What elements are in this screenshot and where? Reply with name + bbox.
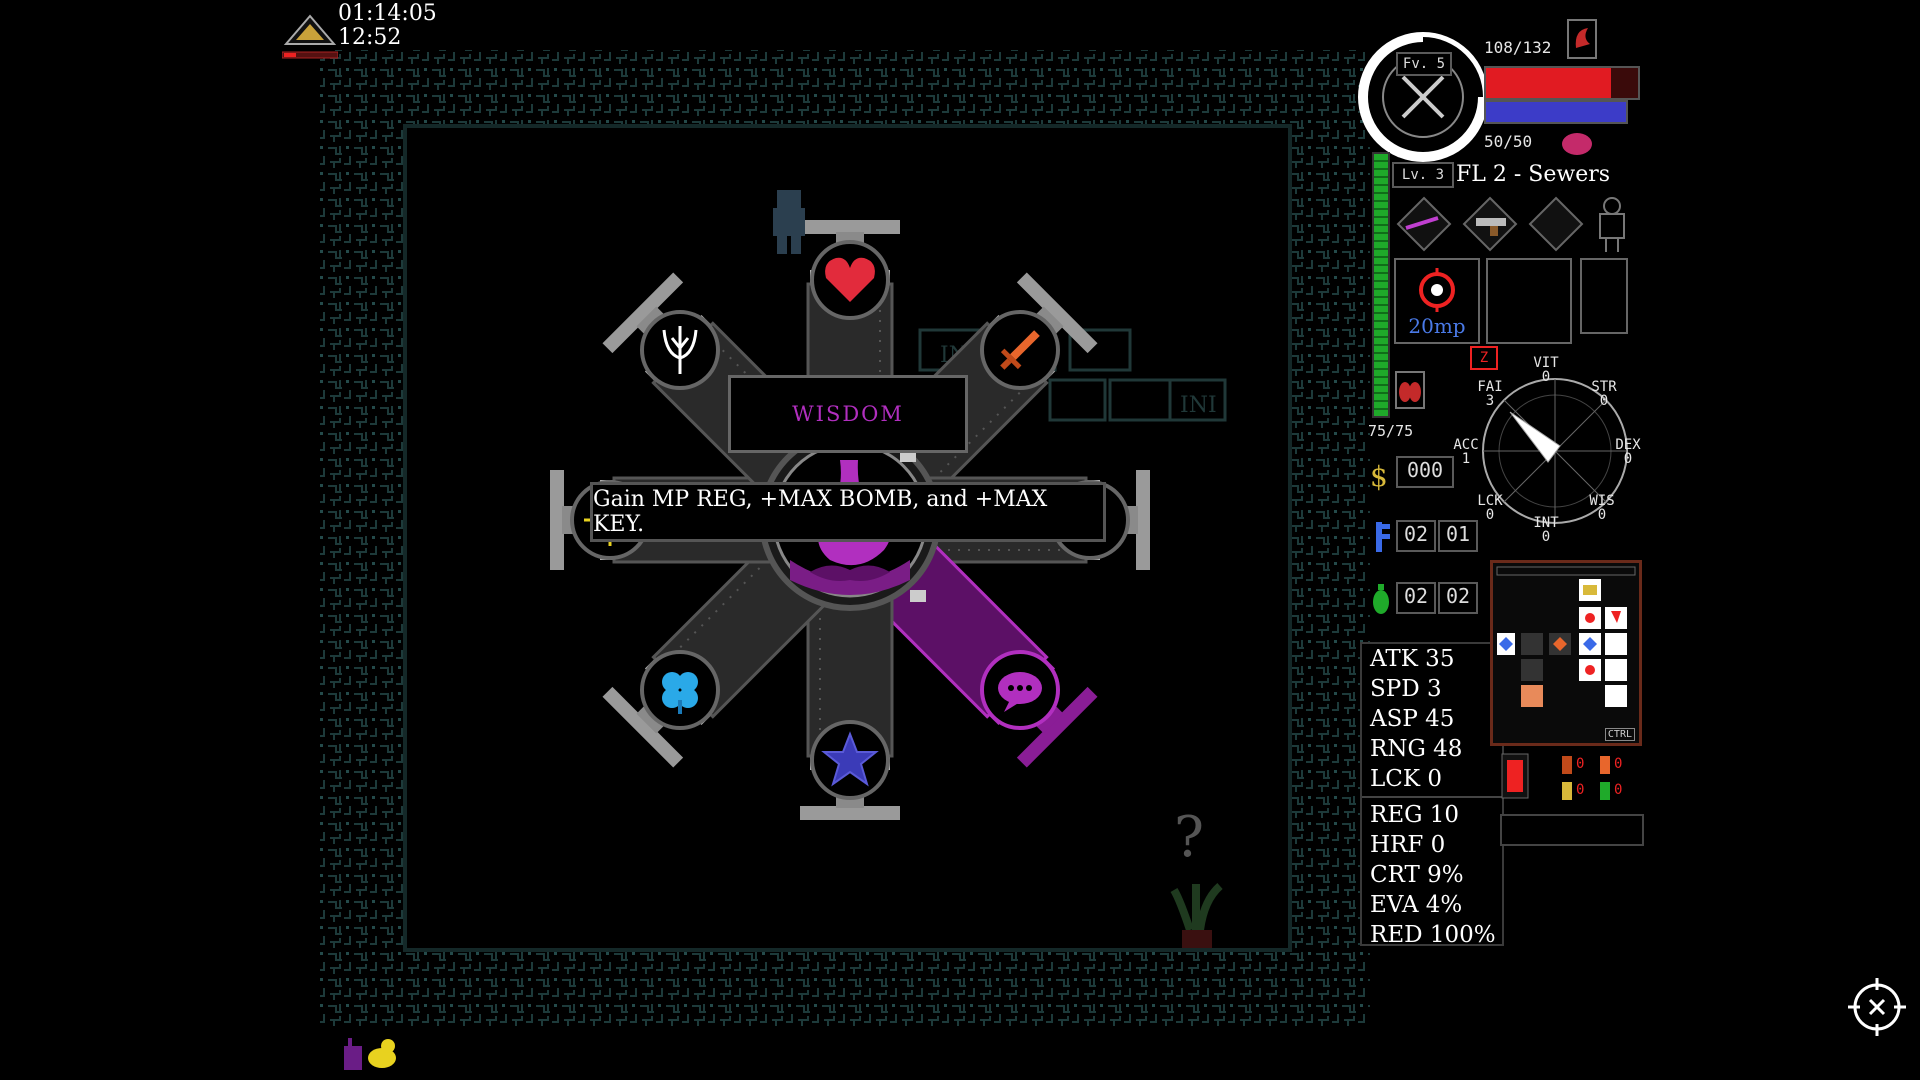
selected-stat-title: WISDOM	[728, 375, 968, 453]
empty-slot[interactable]	[1528, 196, 1584, 252]
minimap-rooms	[1496, 566, 1636, 707]
clover-icon	[662, 672, 698, 714]
status-strip	[1500, 814, 1644, 846]
spell-slot-3[interactable]	[1580, 258, 1628, 334]
stat-divider	[1362, 796, 1502, 798]
sword-icon	[1000, 330, 1040, 370]
gun-slot[interactable]	[1462, 196, 1518, 252]
compass-needle	[1509, 411, 1561, 463]
resource-count-1: 0	[1576, 756, 1585, 772]
bow-slot[interactable]	[1396, 196, 1452, 252]
favor-level: Fv. 5	[1396, 52, 1452, 76]
resource-grid: 0 0 0 0	[1500, 752, 1640, 808]
bombs-current: 02	[1396, 582, 1436, 614]
resource-count-4: 0	[1614, 782, 1623, 798]
stat-asp: ASP 45	[1370, 706, 1455, 732]
stat-tooltip: Gain MP REG, +MAX BOMB, and +MAX KEY.	[590, 482, 1106, 542]
player-level: Lv. 3	[1392, 162, 1454, 188]
weapon-slots	[1396, 196, 1625, 252]
hp-text: 108/132	[1484, 38, 1552, 57]
stat-compass	[1482, 378, 1628, 524]
dragon-icon	[1567, 19, 1597, 59]
stamina-text: 75/75	[1368, 422, 1414, 440]
keys-max: 01	[1438, 520, 1478, 552]
spell-cost: 20mp	[1408, 314, 1466, 338]
stat-rng: RNG 48	[1370, 736, 1463, 762]
stats-panel: ATK 35 SPD 3 ASP 45 RNG 48 LCK 0 REG 10 …	[1360, 642, 1504, 948]
gold-icon: $	[1370, 460, 1388, 493]
heart-icon	[825, 257, 875, 302]
svg-text:$: $	[1370, 460, 1388, 493]
bombs-max: 02	[1438, 582, 1478, 614]
room-border	[320, 50, 1370, 1030]
potted-plant: ?	[1170, 805, 1223, 948]
character-portrait[interactable]	[1358, 32, 1488, 162]
trident-icon	[662, 326, 698, 374]
pet-icons	[344, 1038, 396, 1070]
hourglass-icon	[282, 14, 338, 59]
guard-figure	[773, 190, 805, 254]
spell-slot-1[interactable]: 20mp	[1394, 258, 1480, 344]
svg-text:INI: INI	[1180, 393, 1217, 418]
speech-bubble-icon	[998, 672, 1042, 712]
stat-atk: ATK 35	[1370, 646, 1455, 672]
svg-text:?: ?	[1174, 805, 1204, 870]
stat-eva: EVA 4%	[1370, 892, 1463, 918]
mp-bar-fill	[1486, 102, 1626, 122]
stamina-bar	[1372, 152, 1390, 418]
stat-spd: SPD 3	[1370, 676, 1442, 702]
key-icon	[1376, 522, 1390, 552]
bomb-icon	[1373, 584, 1389, 614]
stat-crt: CRT 9%	[1370, 862, 1464, 888]
resource-count-3: 0	[1576, 782, 1585, 798]
star-icon	[821, 731, 879, 787]
stat-lck: LCK 0	[1370, 766, 1442, 792]
current-time: 12:52	[338, 25, 402, 50]
game-clock: 01:14:05 12:52	[338, 2, 437, 50]
resource-count-2: 0	[1614, 756, 1623, 772]
minimap[interactable]: CTRL	[1490, 560, 1642, 746]
minimap-key: CTRL	[1604, 728, 1635, 741]
spell-slot-2[interactable]	[1486, 258, 1572, 344]
elapsed-time: 01:14:05	[338, 1, 437, 26]
mp-bar	[1484, 100, 1628, 124]
armor-silhouette-icon	[1599, 197, 1625, 252]
lungs-icon	[1395, 371, 1425, 409]
stat-hrf: HRF 0	[1370, 832, 1446, 858]
target-skull-icon	[1419, 268, 1455, 312]
keys-current: 02	[1396, 520, 1436, 552]
spell-key: Z	[1470, 346, 1498, 370]
floor-label: FL 2 - Sewers	[1456, 162, 1611, 187]
stat-reg: REG 10	[1370, 802, 1460, 828]
stamina-bar-fill	[1374, 154, 1388, 416]
stat-red: RED 100%	[1370, 922, 1496, 948]
hp-bar	[1484, 66, 1640, 100]
crosshair-cancel-icon[interactable]	[1846, 976, 1908, 1038]
crossed-swords-icon	[1401, 75, 1445, 119]
gold-counter: 000	[1396, 456, 1454, 488]
hp-bar-fill	[1486, 68, 1611, 98]
brain-icon	[1562, 133, 1592, 155]
mp-text: 50/50	[1484, 132, 1533, 151]
